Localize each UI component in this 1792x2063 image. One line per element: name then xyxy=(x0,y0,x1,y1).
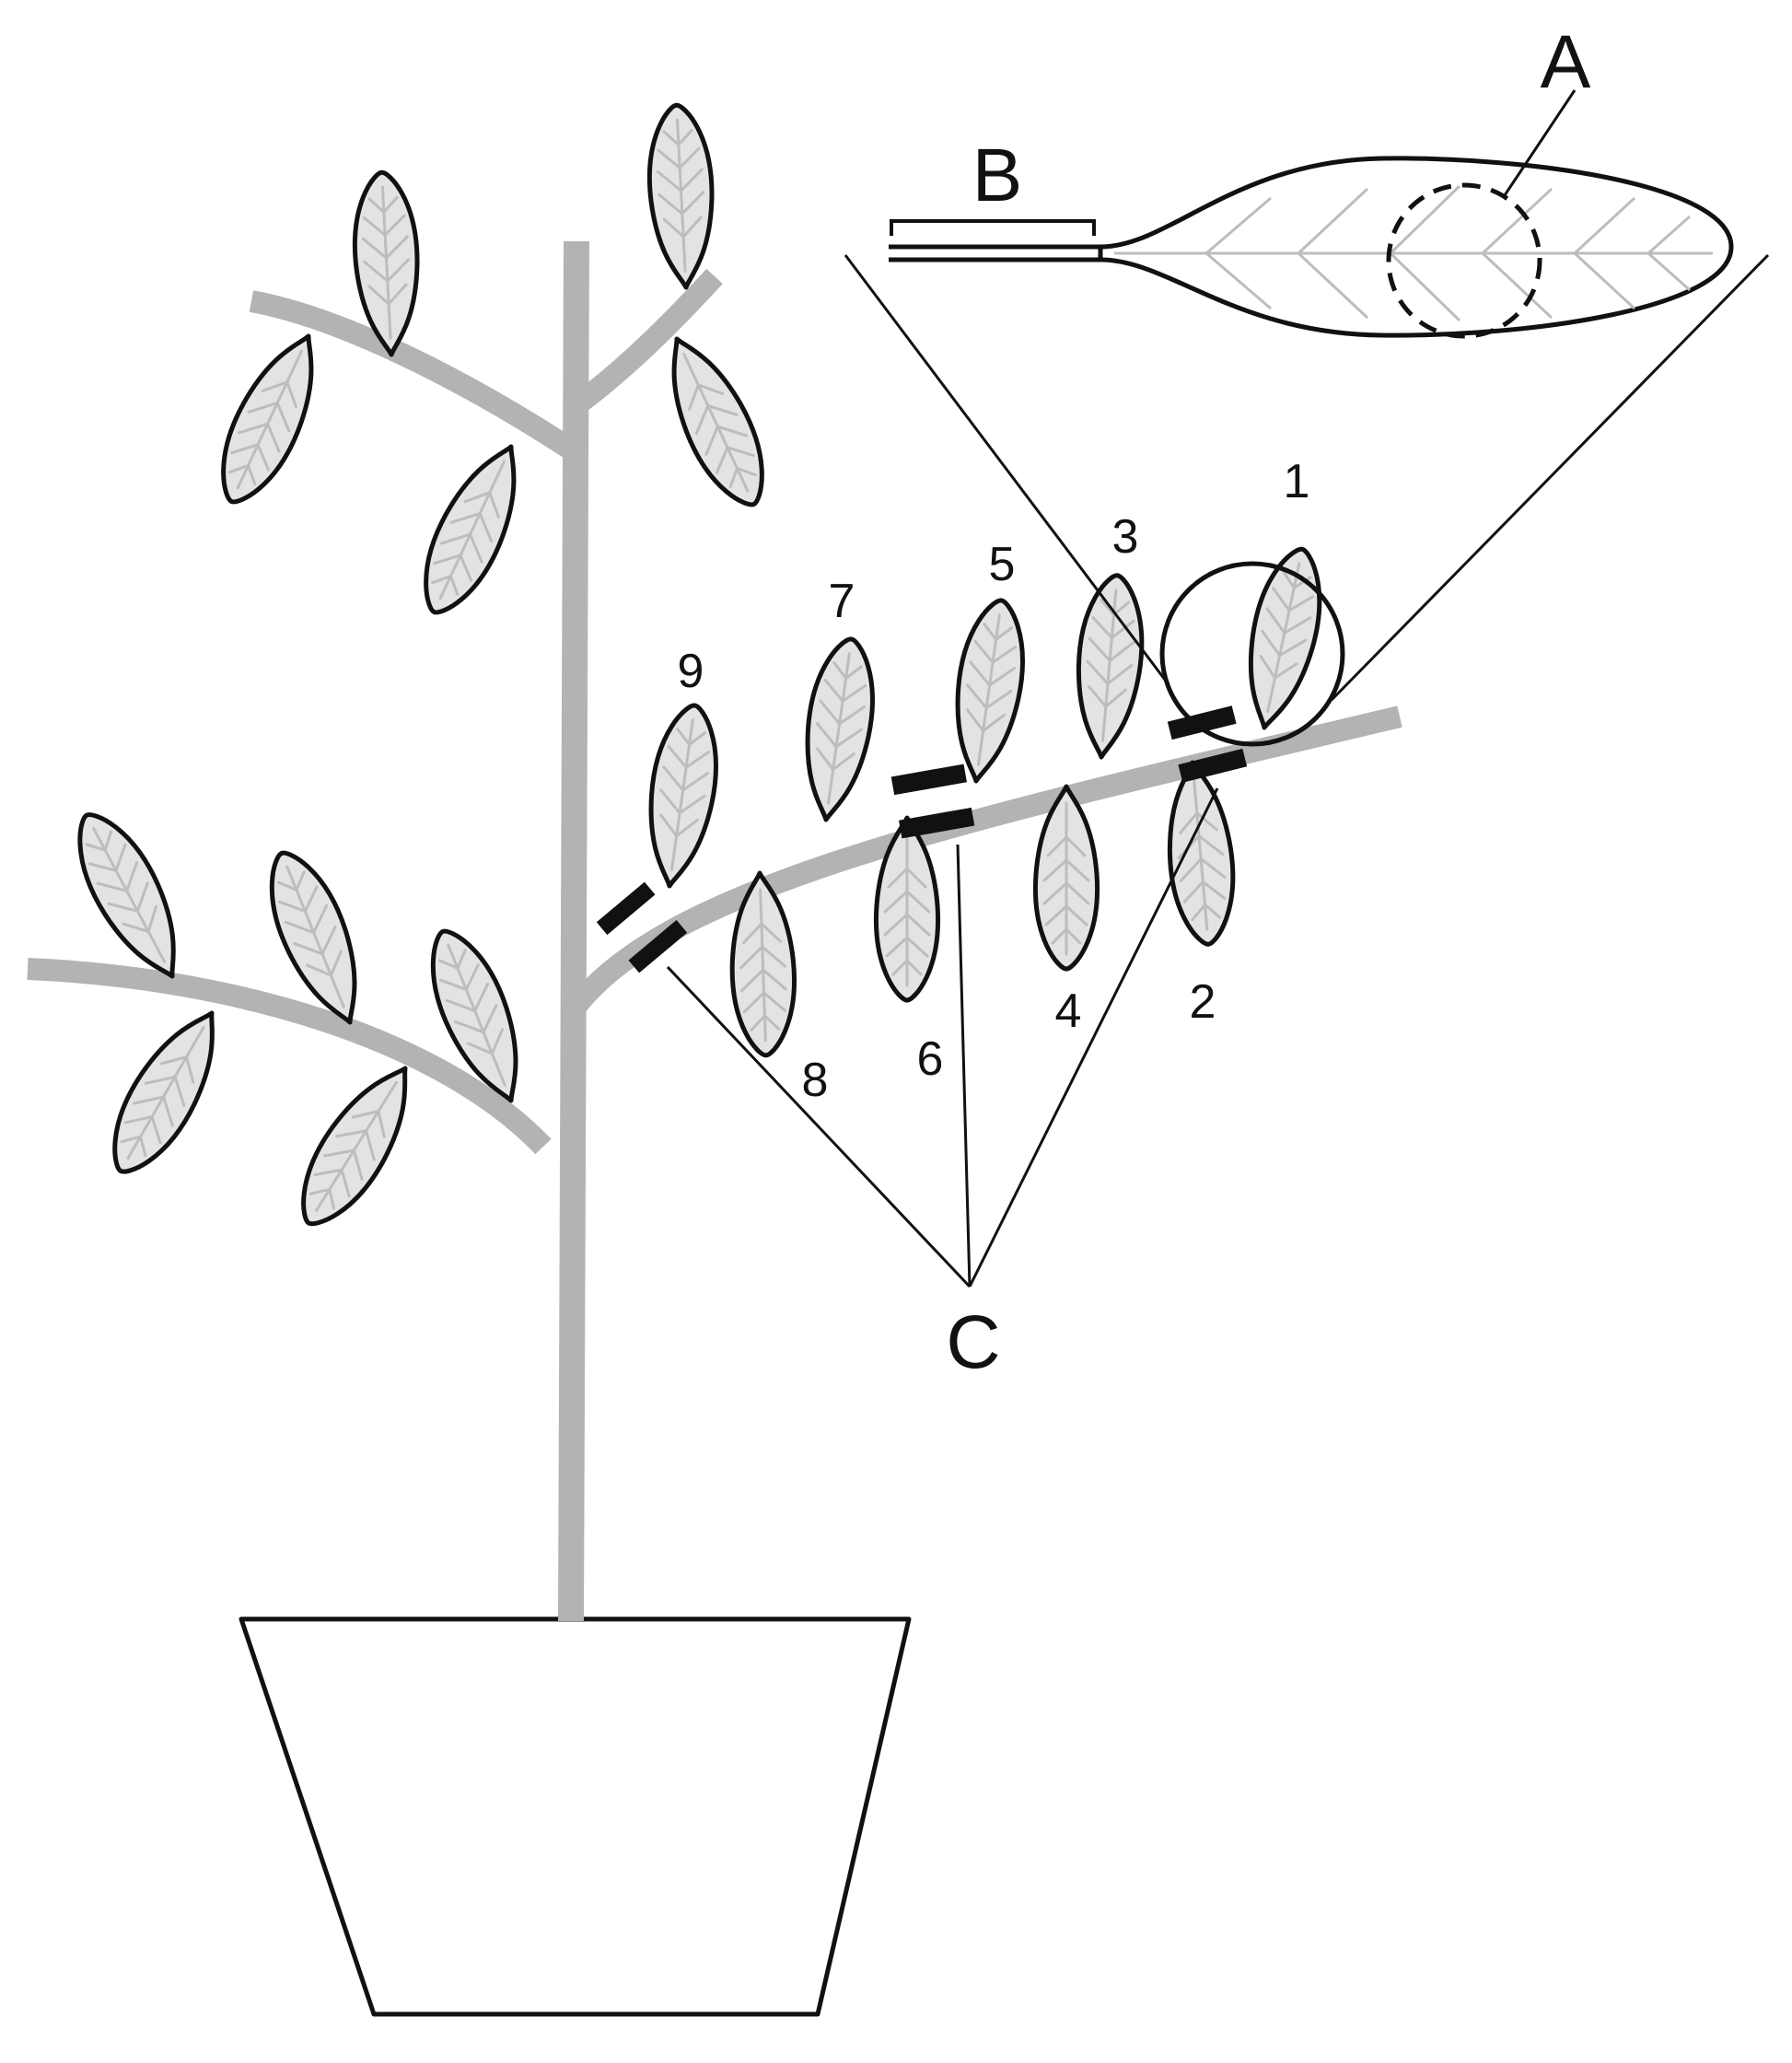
enlarged-leaf-blade xyxy=(1098,156,1734,338)
zoom-line-right xyxy=(1330,253,1770,702)
leader-line xyxy=(666,965,972,1288)
sample-area-circle xyxy=(1386,182,1542,339)
leaf-9 xyxy=(639,701,726,890)
leaf-5 xyxy=(946,596,1032,785)
leaves-upper xyxy=(204,104,782,625)
clamp xyxy=(1167,705,1248,783)
branch-upper-right xyxy=(569,268,723,414)
label-b-bracket xyxy=(890,219,1096,236)
leaves-numbered xyxy=(639,542,1332,1056)
label-a-pointer xyxy=(1503,89,1577,196)
leaf-number-7: 7 xyxy=(829,575,855,628)
leaf-number-2: 2 xyxy=(1190,975,1216,1029)
enlarged-leaf-veins xyxy=(1114,184,1713,322)
leaf-number-6: 6 xyxy=(917,1032,944,1086)
trunk xyxy=(558,240,589,1622)
clamps xyxy=(596,705,1248,973)
clamp xyxy=(890,763,975,839)
leader-line xyxy=(968,787,1219,1288)
leaf-number-4: 4 xyxy=(1055,985,1082,1038)
enlarged-leaf-petiole xyxy=(889,244,1103,262)
leaf-number-1: 1 xyxy=(1284,455,1310,508)
leaf xyxy=(646,104,716,289)
leader-line xyxy=(956,844,972,1288)
leaf-number-8: 8 xyxy=(802,1054,829,1107)
branch-lower-left xyxy=(27,958,552,1155)
leaf-2 xyxy=(1162,760,1239,947)
zoom-lines xyxy=(844,253,1770,702)
magnifier-circle xyxy=(1159,561,1345,747)
c-leader-lines xyxy=(666,787,1219,1288)
enlarged-leaf xyxy=(889,156,1734,338)
leaf-3 xyxy=(1071,573,1148,760)
label-a: A xyxy=(1541,20,1591,104)
leaf xyxy=(283,1052,432,1239)
leaf-number-3: 3 xyxy=(1112,510,1139,564)
leaf xyxy=(204,323,337,515)
branch-upper-left xyxy=(249,290,577,460)
leaf xyxy=(649,326,783,518)
label-b: B xyxy=(972,134,1023,217)
leaf-number-9: 9 xyxy=(678,645,704,698)
leaf-4 xyxy=(1035,787,1097,969)
leaf-number-5: 5 xyxy=(989,538,1016,591)
leaf xyxy=(406,434,540,625)
clamp xyxy=(596,881,688,973)
label-c: C xyxy=(946,1300,1000,1384)
zoom-line-left xyxy=(844,254,1169,684)
pot xyxy=(239,1616,912,2017)
leaf-7 xyxy=(796,635,882,823)
leaf xyxy=(94,997,239,1186)
